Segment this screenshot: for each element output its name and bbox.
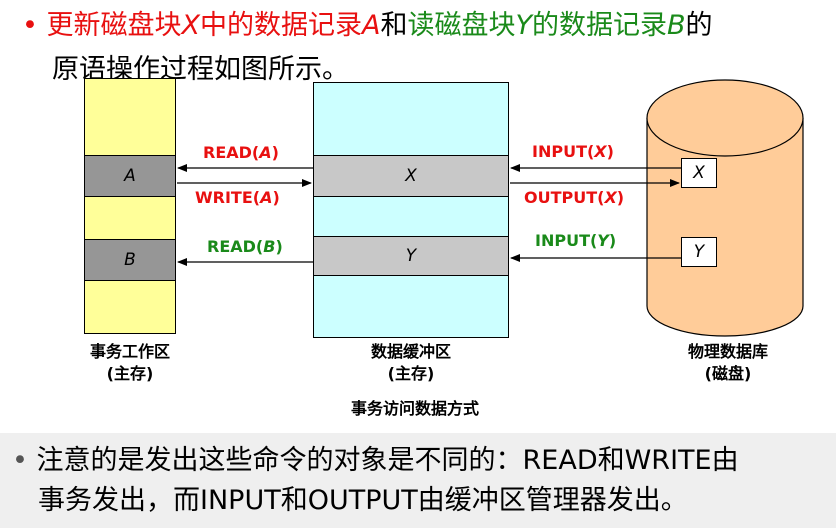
label-input-y: INPUT(Y)	[535, 231, 617, 250]
disk-box-y: Y	[681, 237, 717, 267]
label-read-a: READ(A)	[203, 143, 279, 162]
note-panel	[0, 433, 836, 528]
label-read-b: READ(B)	[207, 237, 283, 256]
label-write-a: WRITE(A)	[195, 188, 280, 207]
disk-box-x: X	[681, 158, 717, 188]
heading-line-1: • 更新磁盘块X中的数据记录A和读磁盘块Y的数据记录B的	[22, 10, 713, 41]
label-output-x: OUTPUT(X)	[524, 188, 625, 207]
note-line-1: • 注意的是发出这些命令的对象是不同的：READ和WRITE由	[12, 445, 739, 476]
work-area-column	[84, 78, 176, 334]
work-band-a: A	[84, 155, 176, 197]
buffer-band-x: X	[313, 155, 509, 197]
disk-label: 物理数据库 (磁盘)	[687, 342, 768, 383]
buffer-band-y: Y	[313, 236, 509, 276]
buffer-column	[313, 82, 509, 338]
diagram-caption: 事务访问数据方式	[350, 399, 479, 418]
bullet-marker: •	[22, 10, 38, 41]
work-band-b: B	[84, 239, 176, 281]
buffer-label: 数据缓冲区 (主存)	[370, 342, 451, 383]
label-input-x: INPUT(X)	[532, 142, 614, 161]
note-line-2: 事务发出，而INPUT和OUTPUT由缓冲区管理器发出。	[38, 485, 688, 516]
work-area-label: 事务工作区 (主存)	[89, 342, 170, 383]
note-bullet: •	[12, 445, 28, 476]
